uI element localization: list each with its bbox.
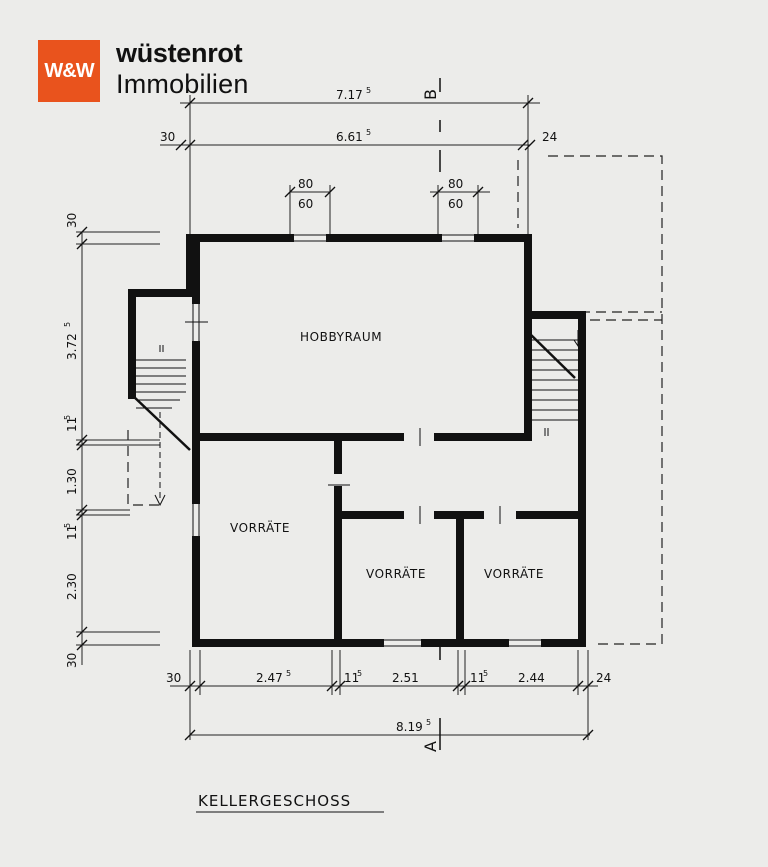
- dim-left-6: 2.30: [65, 573, 79, 600]
- dim-top-inner-sup: 5: [366, 128, 371, 137]
- logo-subtitle: Immobilien: [116, 69, 249, 99]
- room-label-vorraete-1: VORRÄTE: [230, 520, 290, 535]
- dim-top-total-sup: 5: [366, 86, 371, 95]
- room-label-vorraete-2: VORRÄTE: [366, 566, 426, 581]
- dim-left-3-sup: 5: [63, 415, 72, 420]
- dim-bottom-2: 2.47: [256, 671, 283, 685]
- dim-left-2-sup: 5: [63, 322, 72, 327]
- dim-bottom-1: 30: [166, 671, 181, 685]
- dimension-labels: 7.17 5 6.61 5 30 24 80 60 80 60 30 3.72 …: [63, 86, 611, 734]
- dim-bottom-7: 24: [596, 671, 611, 685]
- dim-left-5-sup: 5: [63, 523, 72, 528]
- right-stair: [527, 330, 583, 436]
- section-mark-b: B: [421, 89, 440, 100]
- room-label-hobbyraum: HOBBYRAUM: [300, 330, 382, 344]
- dimension-lines: [76, 95, 598, 740]
- dashed-outline: [127, 155, 663, 645]
- walls: [128, 234, 586, 647]
- dim-left-2: 3.72: [65, 333, 79, 360]
- dim-left-4: 1.30: [65, 468, 79, 495]
- dim-bottom-total: 8.19: [396, 720, 423, 734]
- dim-bottom-6: 2.44: [518, 671, 545, 685]
- dim-bottom-5-sup: 5: [483, 669, 488, 678]
- section-mark-a: A: [421, 741, 440, 752]
- logo: W&W wüstenrot Immobilien: [38, 38, 278, 104]
- dim-bottom-5: 11: [470, 671, 485, 685]
- dimension-ticks: [76, 97, 594, 741]
- dim-left-5: 11: [65, 525, 79, 540]
- dim-window2-height: 60: [448, 197, 463, 211]
- left-stair: [131, 345, 191, 507]
- dim-left-1: 30: [65, 213, 79, 228]
- drawing-title: KELLERGESCHOSS: [198, 792, 351, 810]
- dim-bottom-total-sup: 5: [426, 718, 431, 727]
- dim-left-7: 30: [65, 653, 79, 668]
- dim-bottom-3-sup: 5: [357, 669, 362, 678]
- dim-top-right-wall: 24: [542, 130, 557, 144]
- dim-top-total: 7.17: [336, 88, 363, 102]
- dim-top-inner: 6.61: [336, 130, 363, 144]
- door-markers: [185, 321, 501, 524]
- dim-top-left-wall: 30: [160, 130, 175, 144]
- logo-brand: wüstenrot: [116, 38, 243, 68]
- dim-bottom-3: 11: [344, 671, 359, 685]
- dim-window2-width: 80: [448, 177, 463, 191]
- dim-bottom-4: 2.51: [392, 671, 419, 685]
- dim-window1-width: 80: [298, 177, 313, 191]
- dim-bottom-2-sup: 5: [286, 669, 291, 678]
- room-label-vorraete-3: VORRÄTE: [484, 566, 544, 581]
- dim-window1-height: 60: [298, 197, 313, 211]
- logo-mark: W&W: [38, 40, 100, 102]
- dim-left-3: 11: [65, 417, 79, 432]
